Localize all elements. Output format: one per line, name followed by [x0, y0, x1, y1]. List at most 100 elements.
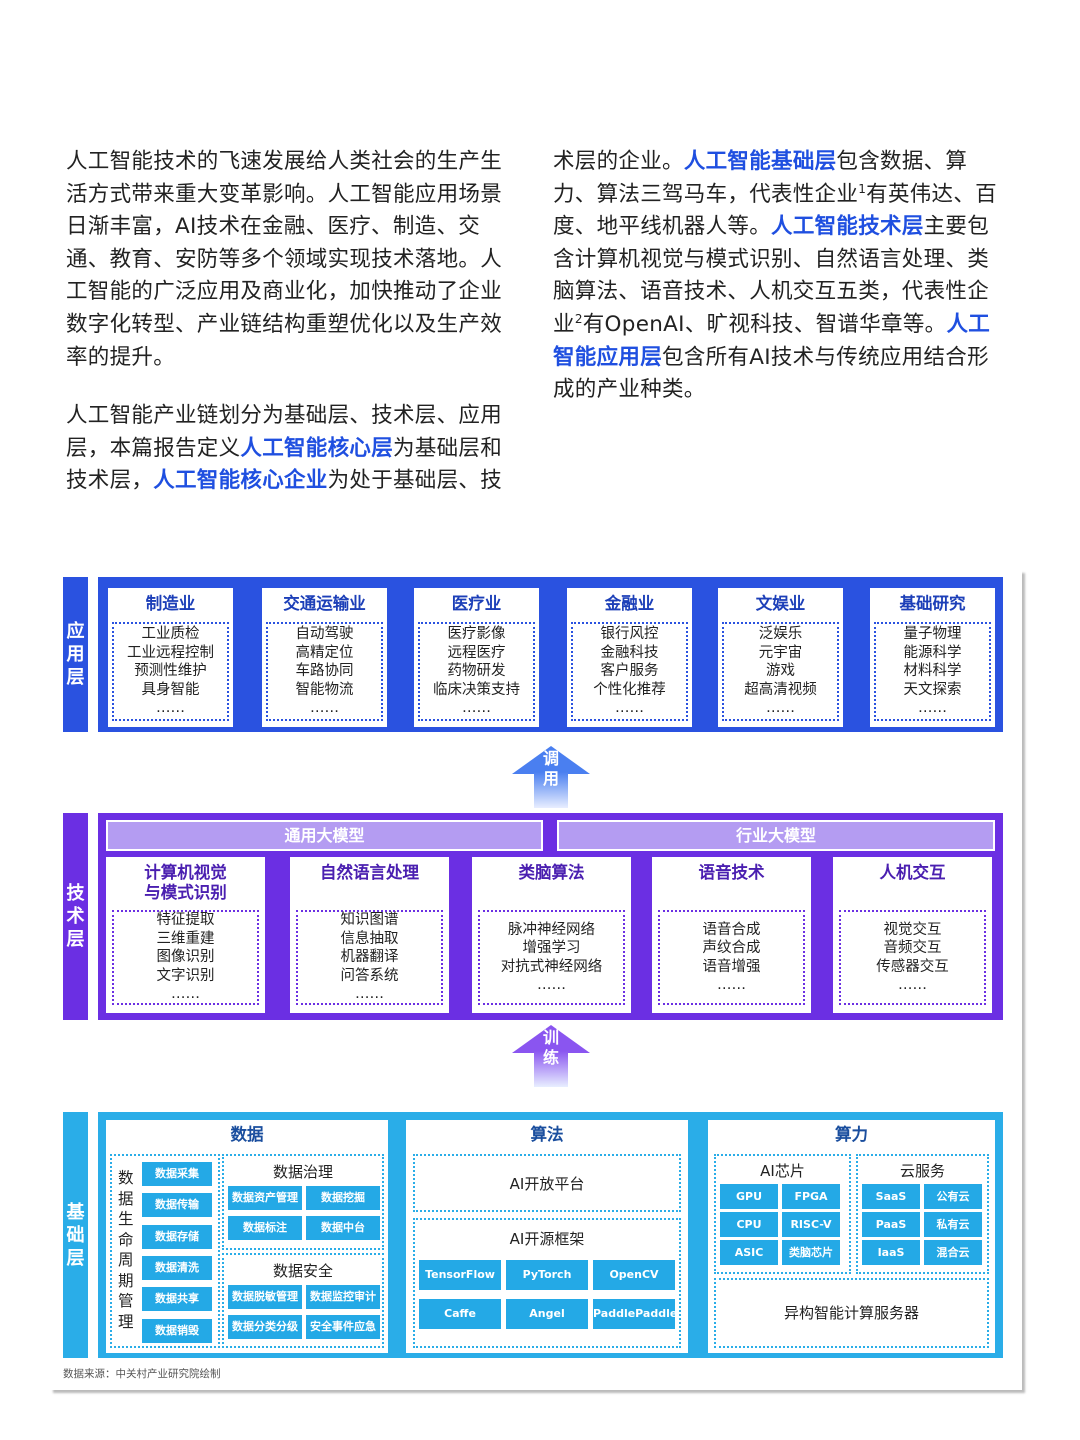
tech-card-items: 特征提取三维重建图像识别文字识别 ……	[112, 910, 259, 1005]
tag-chip: Caffe	[419, 1299, 501, 1329]
app-card: 交通运输业自动驾驶高精定位车路协同智能物流……	[262, 588, 387, 727]
text: 为处于基础层、技	[327, 468, 503, 494]
list-item: 语音合成	[702, 921, 761, 938]
list-item: 工业质检	[141, 626, 200, 643]
app-card-title: 基础研究	[899, 594, 966, 613]
tag-chip: PaddlePaddle	[593, 1299, 677, 1329]
list-item: 三维重建	[156, 930, 215, 947]
app-card-items: 工业质检工业远程控制预测性维护具身智能……	[112, 622, 229, 721]
heterogeneous-server: 异构智能计算服务器	[783, 1304, 919, 1322]
list-item: 金融科技	[600, 644, 659, 661]
app-card-title: 文娱业	[755, 594, 806, 613]
layer-label-tech: 技 术 层	[63, 813, 88, 1020]
list-item: ……	[310, 700, 339, 717]
list-item: 自动驾驶	[295, 626, 354, 643]
tech-card-items: 语音合成声纹合成语音增强……	[658, 910, 805, 1005]
tag-chip: 数据分类分级	[228, 1315, 302, 1339]
tag-chip: 数据中台	[306, 1216, 380, 1240]
tag-chip: PyTorch	[506, 1260, 588, 1290]
tech-card: 自然语言处理知识图谱信息抽取机器翻译问答系统……	[290, 857, 449, 1013]
list-item: ……	[537, 977, 566, 993]
tech-card-items: 脉冲神经网络增强学习对抗式神经网络……	[478, 910, 625, 1005]
list-item: 特征提取	[156, 912, 215, 929]
arrow-shaft	[534, 772, 568, 808]
arrow-label: 训 练	[542, 1028, 559, 1067]
tag-chip: 数据存储	[142, 1224, 212, 1249]
lifecycle-box: 数 据 生 命 周 期 管 理数据采集数据传输数据存储数据清洗数据共享数据销毁	[110, 1154, 220, 1348]
governance-box: 数据治理数据资产管理数据挖掘数据标注数据中台	[222, 1154, 384, 1250]
list-item: 医疗影像	[447, 626, 506, 643]
tech-card-items: 知识图谱信息抽取机器翻译问答系统……	[296, 910, 443, 1005]
security-box: 数据安全数据脱敏管理数据监控审计数据分类分级安全事件应急	[222, 1253, 384, 1348]
lifecycle-label: 数 据 生 命 周 期 管 理	[118, 1169, 134, 1331]
list-item: 工业远程控制	[127, 644, 214, 661]
tech-card: 语音技术语音合成声纹合成语音增强……	[652, 857, 811, 1013]
app-card: 文娱业泛娱乐元宇宙游戏超高清视频……	[718, 588, 843, 727]
arrow-label: 调 用	[542, 749, 559, 788]
arrow-head	[512, 1025, 590, 1053]
app-card-title: 制造业	[145, 594, 196, 613]
app-card-items: 量子物理能源科学材料科学天文探索……	[874, 622, 991, 721]
highlight: 人工智能应用层	[553, 311, 991, 370]
tag-chip: 安全事件应急	[306, 1315, 380, 1339]
app-card-items: 银行风控金融科技客户服务个性化推荐……	[571, 622, 688, 721]
tech-card: 类脑算法脉冲神经网络增强学习对抗式神经网络……	[472, 857, 631, 1013]
text: 包含数据、算力、算法三驾马车，代表性企业	[553, 149, 968, 207]
tag-chip: 数据脱敏管理	[228, 1285, 302, 1309]
list-item: 智能物流	[295, 681, 354, 698]
arrow-shaft	[534, 1051, 568, 1087]
app-card-items: 医疗影像远程医疗药物研发临床决策支持……	[418, 622, 535, 721]
source-caption: 数据来源：中关村产业研究院绘制	[63, 1368, 221, 1380]
bar-general-model: 通用大模型	[106, 820, 543, 851]
data-panel-title: 数据	[230, 1125, 264, 1144]
list-item: 文字识别	[156, 967, 215, 984]
text: 为基础层和技术层，	[66, 435, 503, 494]
list-item: 高精定位	[295, 644, 354, 661]
list-item: 图像识别	[156, 949, 215, 966]
list-item: 知识图谱	[340, 912, 399, 929]
text-column-right: 术层的企业。人工智能基础层包含数据、算力、算法三驾马车，代表性企业1有英伟达、百…	[553, 146, 1005, 433]
tag-chip: GPU	[720, 1184, 778, 1209]
text: 人工智能产业链划分为基础层、技术层、应用层，本篇报告定义	[66, 403, 503, 461]
tech-card-items: 视觉交互音频交互传感器交互……	[839, 910, 986, 1005]
list-item: 音频交互	[883, 940, 942, 956]
list-item: ……	[171, 986, 200, 1003]
list-item: 声纹合成	[702, 940, 761, 956]
list-item: 泛娱乐	[758, 626, 803, 643]
app-card: 金融业银行风控金融科技客户服务个性化推荐……	[567, 588, 692, 727]
list-item: 对抗式神经网络	[500, 958, 603, 975]
tag-chip: OpenCV	[593, 1260, 675, 1290]
tag-chip: RISC-V	[782, 1212, 840, 1237]
app-card: 医疗业医疗影像远程医疗药物研发临床决策支持……	[414, 588, 539, 727]
list-item: 天文探索	[903, 681, 962, 698]
tech-card-title: 自然语言处理	[320, 863, 419, 882]
tag-chip: 数据清洗	[142, 1255, 212, 1280]
arrow-up-icon: 调 用	[512, 746, 590, 808]
tag-chip: PaaS	[862, 1212, 920, 1237]
tag-chip: 数据标注	[228, 1216, 302, 1240]
list-item: 语音增强	[702, 958, 761, 975]
tag-chip: 数据采集	[142, 1162, 212, 1186]
list-item: 量子物理	[903, 626, 962, 643]
text-column-left: 人工智能技术的飞速发展给人类社会的生产生活方式带来重大变革影响。人工智能应用场景…	[66, 146, 518, 524]
tag-chip: 混合云	[924, 1240, 982, 1265]
paragraph-2-continued: 术层的企业。人工智能基础层包含数据、算力、算法三驾马车，代表性企业1有英伟达、百…	[553, 146, 1005, 407]
ai-framework-title: AI开源框架	[509, 1230, 585, 1248]
highlight: 人工智能技术层	[771, 214, 924, 240]
app-card-items: 泛娱乐元宇宙游戏超高清视频……	[722, 622, 839, 721]
app-layer-panel	[98, 577, 1003, 732]
highlight: 人工智能核心企业	[153, 468, 328, 494]
tech-card-title: 语音技术	[698, 863, 765, 882]
tag-chip: 私有云	[924, 1212, 982, 1237]
tag-chip: ASIC	[720, 1240, 778, 1265]
text: 有英伟达、百度、地平线机器人等。	[553, 181, 997, 240]
tech-card: 人机交互视觉交互音频交互传感器交互……	[833, 857, 992, 1013]
list-item: ……	[918, 700, 947, 717]
text: 包含所有AI技术与传统应用结合形成的产业种类。	[553, 344, 989, 403]
list-item: 个性化推荐	[593, 681, 666, 698]
list-item: 脉冲神经网络	[508, 921, 595, 938]
tech-card-title: 人机交互	[879, 863, 946, 882]
tag-chip: 数据资产管理	[228, 1186, 302, 1210]
